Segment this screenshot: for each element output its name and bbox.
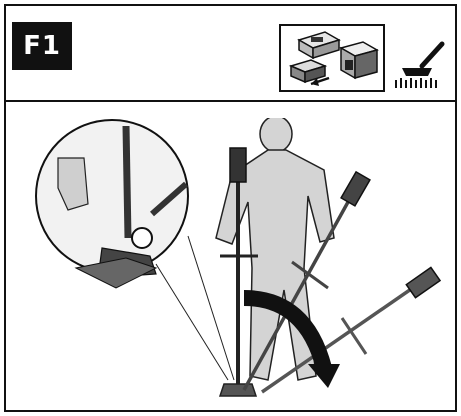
battery-charging-icon — [279, 24, 385, 92]
operator-illustration — [6, 115, 455, 410]
figure-label: F1 — [12, 22, 72, 70]
figure-frame: F1 — [4, 4, 457, 412]
swing-arrow-icon — [243, 290, 340, 388]
trimmer-mid — [242, 170, 371, 391]
figure-header: F1 — [6, 6, 455, 102]
trimmer-low — [261, 266, 442, 394]
detail-magnifier — [35, 119, 235, 381]
lawn-trimming-icon — [388, 24, 452, 92]
